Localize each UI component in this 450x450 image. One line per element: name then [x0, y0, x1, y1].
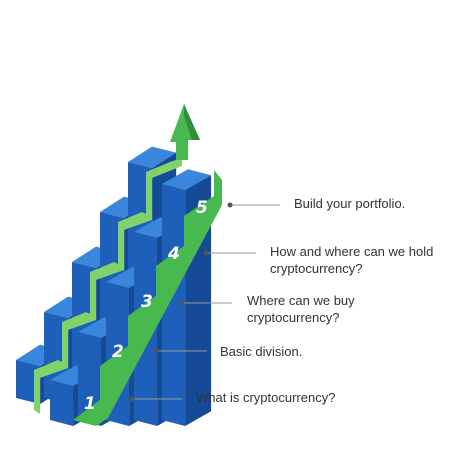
step-label-4: How and where can we hold cryptocurrency… [270, 244, 434, 276]
front-block-5-front [162, 184, 186, 426]
step-number-2: 2 [112, 342, 124, 362]
back-block-5-top [128, 146, 177, 168]
step-number-4: 4 [167, 244, 180, 264]
arrow-head-shade [184, 104, 200, 140]
front-block-2-front [78, 332, 102, 426]
step-label-2: Basic division. [220, 344, 303, 359]
leader-dot-4 [203, 250, 209, 256]
step-numbers: 1 2 3 4 5 [84, 198, 208, 414]
up-arrow-icon [170, 104, 200, 160]
step-label-3: Where can we buy cryptocurrency? [247, 293, 355, 325]
front-block-1-front [50, 380, 74, 426]
front-block-5-top [162, 169, 212, 190]
leader-dot-3 [179, 300, 185, 306]
step-label-5: Build your portfolio. [294, 196, 406, 211]
step-number-5: 5 [196, 198, 208, 218]
arrow-head [170, 104, 200, 160]
leader-dot-2 [154, 348, 160, 354]
leader-dot-1 [129, 396, 135, 402]
green-side-face [73, 170, 222, 426]
leader-dot-5 [227, 202, 233, 208]
leader-lines [129, 202, 280, 402]
step-number-3: 3 [141, 292, 153, 312]
green-side-panel [73, 170, 222, 426]
step-number-1: 1 [84, 394, 96, 414]
step-label-1: What is cryptocurrency? [196, 390, 336, 405]
